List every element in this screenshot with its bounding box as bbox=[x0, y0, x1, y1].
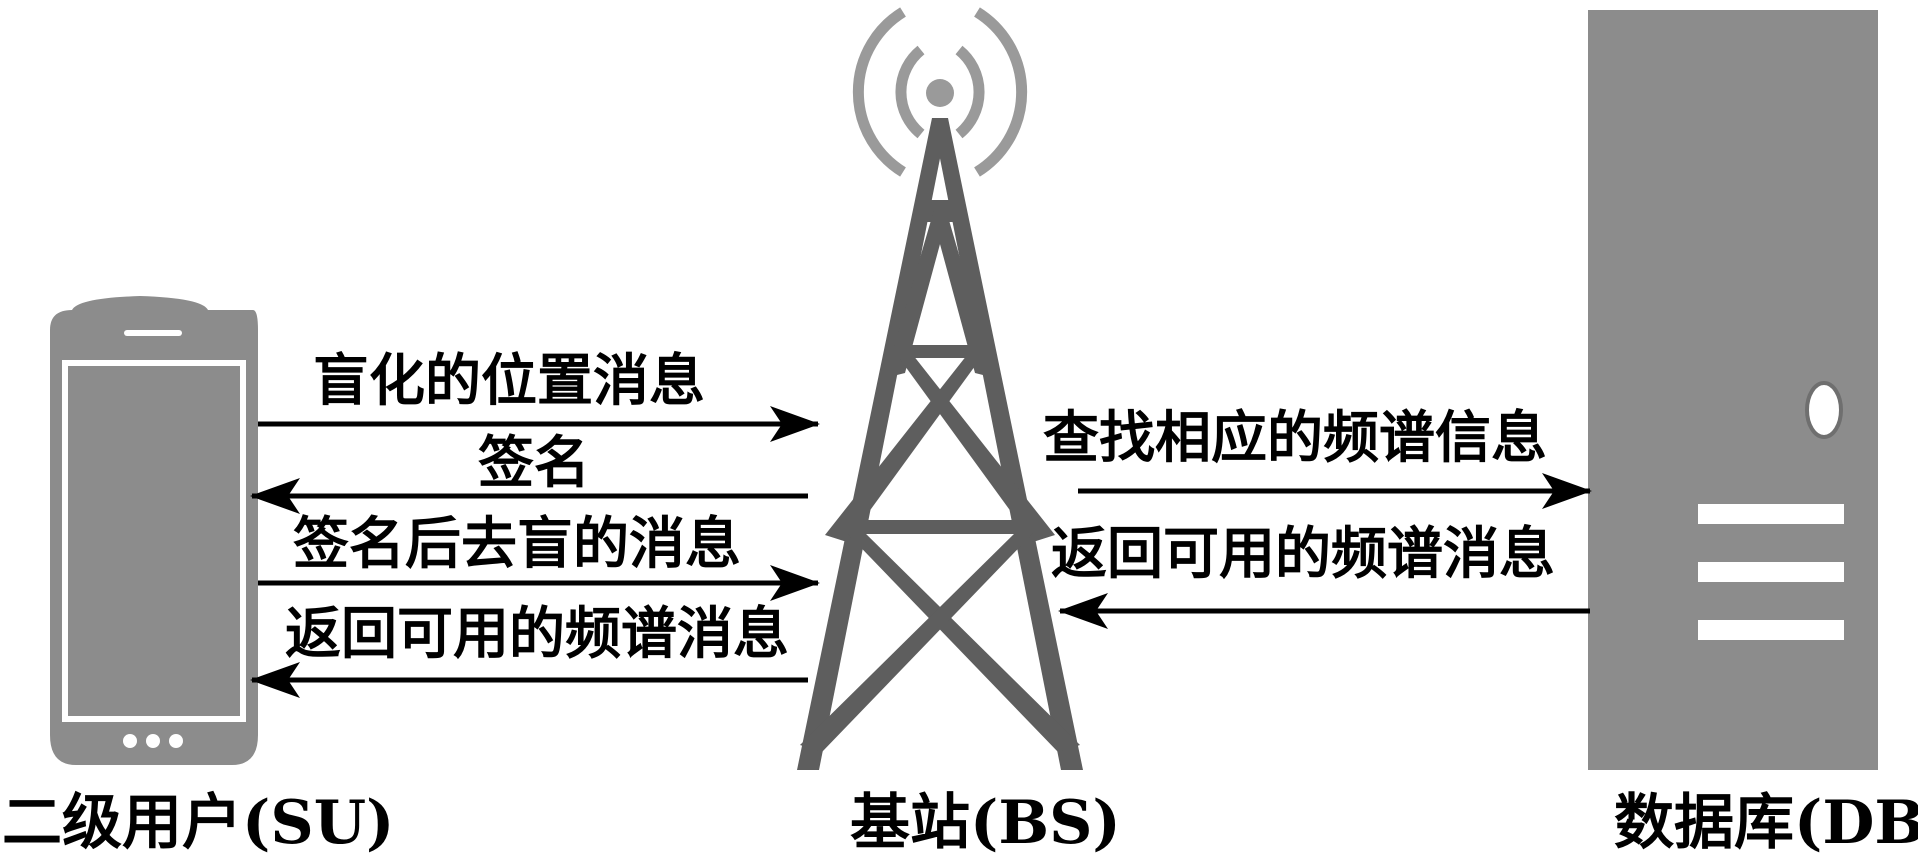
message-signature: 签名 bbox=[478, 430, 590, 496]
tower-crossbar bbox=[890, 345, 990, 358]
message-available-spectrum-bs: 返回可用的频谱消息 bbox=[1051, 521, 1555, 587]
server-slot bbox=[1698, 504, 1844, 524]
tower-top-cap bbox=[917, 200, 963, 222]
tower-brace bbox=[800, 528, 1038, 752]
tower-brace bbox=[934, 210, 995, 378]
signal-wave-inner-right bbox=[955, 45, 985, 139]
su-label: 二级用户(SU) bbox=[2, 788, 394, 858]
message-available-spectrum-su: 返回可用的频谱消息 bbox=[285, 601, 789, 667]
bs-label: 基站(BS) bbox=[850, 788, 1121, 858]
phone-button-dot bbox=[123, 734, 137, 748]
signal-waves-icon bbox=[852, 7, 1028, 177]
tower-brace bbox=[825, 355, 983, 542]
phone-button-dot bbox=[146, 734, 160, 748]
db-label: 数据库(DB) bbox=[1614, 788, 1918, 858]
server-slot bbox=[1698, 620, 1844, 640]
tower-crossbar bbox=[852, 520, 1028, 534]
tower-leg-left bbox=[797, 118, 948, 770]
signal-wave-outer-right bbox=[974, 7, 1028, 177]
message-query-spectrum: 查找相应的频谱信息 bbox=[1043, 405, 1547, 471]
tower-brace bbox=[842, 528, 1080, 752]
message-unblinded: 签名后去盲的消息 bbox=[293, 511, 741, 577]
signal-wave-inner-left bbox=[895, 45, 925, 139]
phone-button-dot bbox=[169, 734, 183, 748]
antenna-tip bbox=[926, 79, 954, 107]
server-slot bbox=[1698, 562, 1844, 582]
server-power-indicator bbox=[1805, 381, 1843, 439]
tower-brace bbox=[885, 210, 946, 378]
tower-icon bbox=[797, 118, 1083, 770]
server-icon bbox=[1588, 10, 1878, 770]
signal-wave-outer-left bbox=[852, 7, 906, 177]
phone-speaker bbox=[124, 330, 182, 336]
tower-leg-right bbox=[932, 118, 1083, 770]
phone-screen bbox=[68, 366, 240, 716]
message-blinded-location: 盲化的位置消息 bbox=[313, 348, 705, 414]
phone-icon bbox=[50, 296, 258, 765]
tower-brace bbox=[897, 355, 1055, 542]
